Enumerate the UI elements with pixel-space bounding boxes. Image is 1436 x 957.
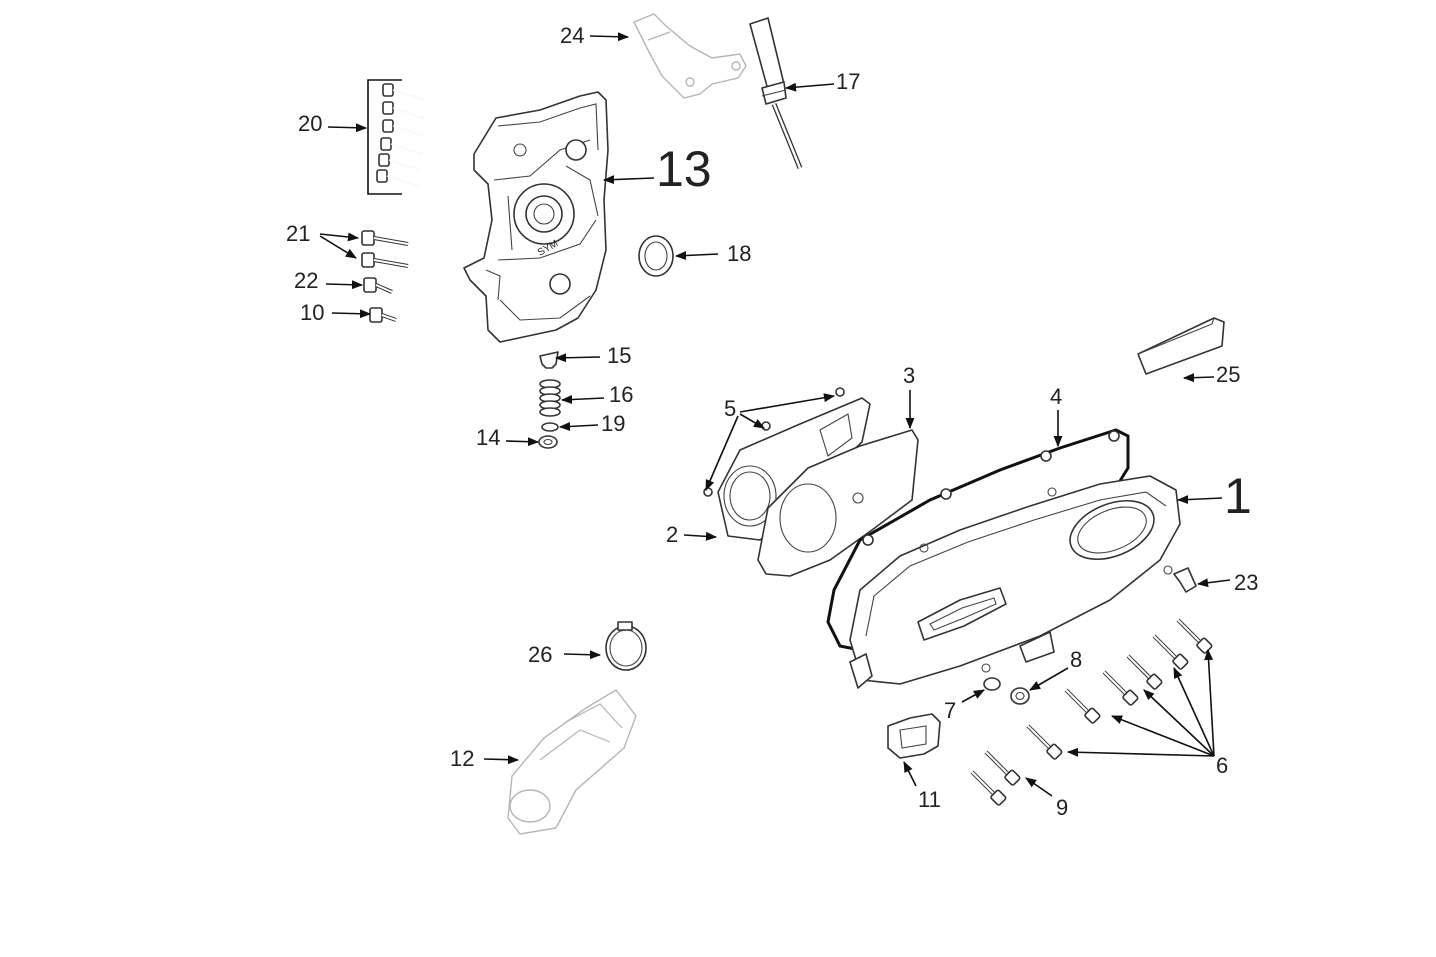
callout-18: 18 [674, 241, 751, 266]
callout-label-6: 6 [1216, 753, 1228, 778]
callout-2: 2 [666, 522, 718, 547]
bracket-part-24 [633, 13, 747, 99]
callout-label-15: 15 [607, 343, 631, 368]
callout-20: 20 [298, 111, 368, 136]
callout-label-4: 4 [1050, 384, 1062, 409]
callout-label-26: 26 [528, 642, 552, 667]
bolt-part-22 [363, 277, 393, 294]
callout-16: 16 [560, 382, 633, 407]
callout-6: 6 [1066, 648, 1228, 778]
callout-label-5: 5 [724, 396, 736, 421]
callout-4: 4 [1050, 384, 1063, 448]
callout-label-8: 8 [1070, 647, 1082, 672]
bolt-set-part-9 [970, 750, 1023, 808]
callout-label-12: 12 [450, 746, 474, 771]
callout-14: 14 [476, 425, 540, 450]
callout-8: 8 [1029, 647, 1082, 691]
crankcase-part-13: SYM [463, 91, 609, 343]
callout-label-14: 14 [476, 425, 500, 450]
callout-9: 9 [1025, 777, 1068, 820]
callout-label-24: 24 [560, 23, 584, 48]
callout-22: 22 [294, 268, 364, 293]
callout-label-21: 21 [286, 221, 310, 246]
bolt-part-10 [369, 307, 397, 323]
callout-17: 17 [784, 69, 860, 94]
callout-24: 24 [560, 23, 630, 48]
plug-part-14 [538, 435, 558, 449]
spring-part-16 [539, 379, 561, 417]
callout-5: 5 [705, 393, 836, 492]
hose-clamp-part-26 [605, 621, 647, 671]
callout-label-2: 2 [666, 522, 678, 547]
cap-part-15 [539, 351, 559, 369]
callout-label-18: 18 [727, 241, 751, 266]
callout-label-7: 7 [944, 698, 956, 723]
callout-15: 15 [554, 343, 631, 368]
callout-1: 1 [1176, 468, 1252, 524]
transmission-cover-part-1 [849, 475, 1181, 689]
bracket-part-11 [887, 713, 941, 759]
callout-label-25: 25 [1216, 362, 1240, 387]
intake-duct-part-12 [507, 689, 637, 835]
callout-25: 25 [1182, 362, 1240, 387]
callout-label-20: 20 [298, 111, 322, 136]
callout-label-13: 13 [656, 141, 712, 197]
callout-label-16: 16 [609, 382, 633, 407]
bolt-part-21 [360, 229, 410, 269]
dipstick-part-17 [749, 17, 803, 169]
oil-seal-part-18 [638, 235, 674, 277]
callout-label-9: 9 [1056, 795, 1068, 820]
callout-10: 10 [300, 300, 372, 325]
callout-label-23: 23 [1234, 570, 1258, 595]
callout-label-10: 10 [300, 300, 324, 325]
callout-label-22: 22 [294, 268, 318, 293]
callout-label-17: 17 [836, 69, 860, 94]
callout-label-3: 3 [903, 363, 915, 388]
callout-label-19: 19 [601, 411, 625, 436]
bolt-set-part-20 [367, 79, 425, 195]
o-ring-part-7 [983, 677, 1001, 691]
clip-part-23 [1173, 567, 1197, 593]
callout-19: 19 [558, 411, 625, 436]
callout-11: 11 [903, 760, 941, 812]
callout-26: 26 [528, 642, 602, 667]
callout-7: 7 [944, 689, 985, 723]
callout-label-11: 11 [918, 787, 941, 812]
callout-13: 13 [602, 141, 712, 197]
callout-21: 21 [286, 221, 360, 259]
plate-part-3 [757, 429, 919, 577]
o-ring-part-19 [541, 422, 559, 432]
callout-label-1: 1 [1224, 468, 1252, 524]
heat-shield-part-25 [1137, 317, 1225, 375]
callout-23: 23 [1196, 570, 1258, 595]
callout-3: 3 [903, 363, 915, 430]
callout-12: 12 [450, 746, 520, 771]
washer-part-8 [1010, 687, 1030, 705]
